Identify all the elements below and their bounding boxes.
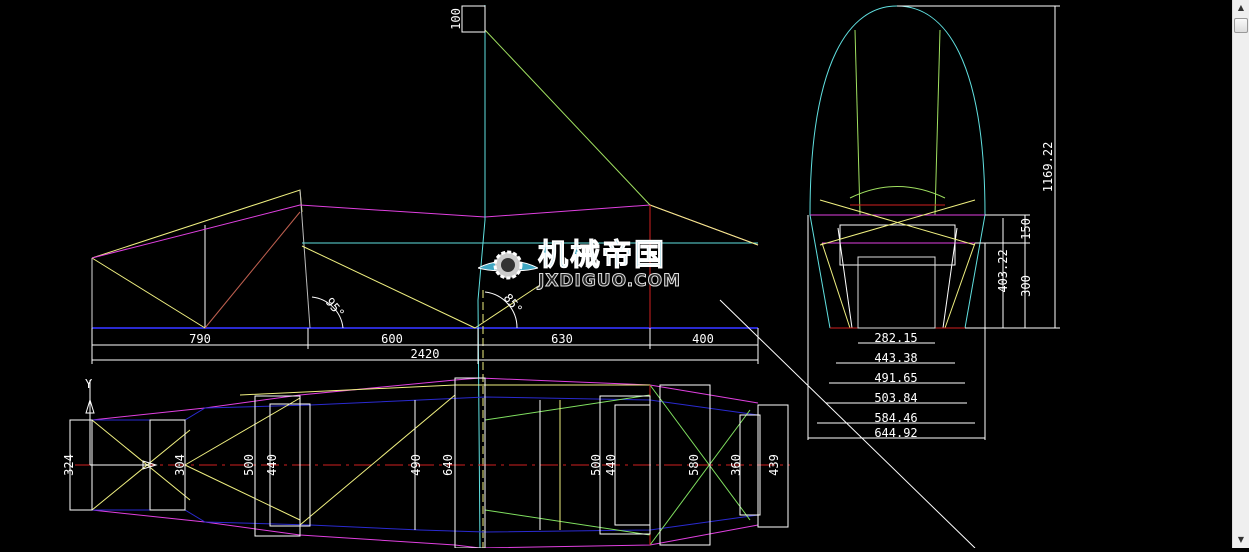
edge <box>301 245 476 329</box>
gear-wings-icon <box>476 240 540 290</box>
vertical-scrollbar[interactable]: ▲ ▼ <box>1232 0 1249 548</box>
dim-100: 100 <box>449 8 463 30</box>
edge <box>299 189 311 329</box>
arrow-down-icon[interactable]: ▼ <box>1237 535 1245 544</box>
dim-580: 580 <box>687 454 701 476</box>
dim-440b: 440 <box>604 454 618 476</box>
edge <box>91 257 206 329</box>
watermark-cn: 机械帝国 <box>537 238 666 273</box>
dim-503: 503.84 <box>874 391 917 405</box>
arrow-up-icon[interactable]: ▲ <box>1237 3 1245 12</box>
dim-439: 439 <box>767 454 781 476</box>
y-axis-label: Y <box>85 377 93 391</box>
dim-440: 440 <box>265 454 279 476</box>
cad-drawing: 790 600 630 400 2420 95° 85° 100 1169.22… <box>62 5 1060 549</box>
dim-304: 304 <box>173 454 187 476</box>
diagonal <box>719 299 976 549</box>
dim-150: 150 <box>1019 218 1033 240</box>
dim-443: 443.38 <box>874 351 917 365</box>
dim-630: 630 <box>551 332 573 346</box>
scroll-thumb[interactable] <box>1234 18 1248 33</box>
edge <box>204 211 301 329</box>
height-box <box>461 5 486 33</box>
edge <box>474 284 541 329</box>
ellipse-outline <box>809 5 986 216</box>
dim-640: 640 <box>441 454 455 476</box>
dim-500: 500 <box>242 454 256 476</box>
dim-282: 282.15 <box>874 331 917 345</box>
dim-600: 600 <box>381 332 403 346</box>
dim-300: 300 <box>1019 275 1033 297</box>
dim-500b: 500 <box>589 454 603 476</box>
dim-790: 790 <box>189 332 211 346</box>
side-view <box>91 5 976 549</box>
dim-644: 644.92 <box>874 426 917 440</box>
edge <box>484 29 651 206</box>
front-view <box>807 5 1060 440</box>
dim-360: 360 <box>729 454 743 476</box>
dim-400: 400 <box>692 332 714 346</box>
angle-arc <box>484 291 518 329</box>
angle-label: 95° <box>323 295 348 321</box>
dim-490: 490 <box>409 454 423 476</box>
angle-arc <box>311 296 344 329</box>
angle-label: 85° <box>501 291 526 317</box>
dim-1169: 1169.22 <box>1041 142 1055 193</box>
edge <box>649 204 759 246</box>
dim-total: 2420 <box>411 347 440 361</box>
watermark-logo: 机械帝国 JXDIGUO.COM <box>476 238 682 291</box>
watermark-en: JXDIGUO.COM <box>537 271 682 291</box>
dim-491: 491.65 <box>874 371 917 385</box>
vertical-axis <box>477 5 486 549</box>
plan-view <box>69 377 790 549</box>
dim-584: 584.46 <box>874 411 917 425</box>
dim-324: 324 <box>62 454 76 476</box>
dim-403: 403.22 <box>996 249 1010 292</box>
